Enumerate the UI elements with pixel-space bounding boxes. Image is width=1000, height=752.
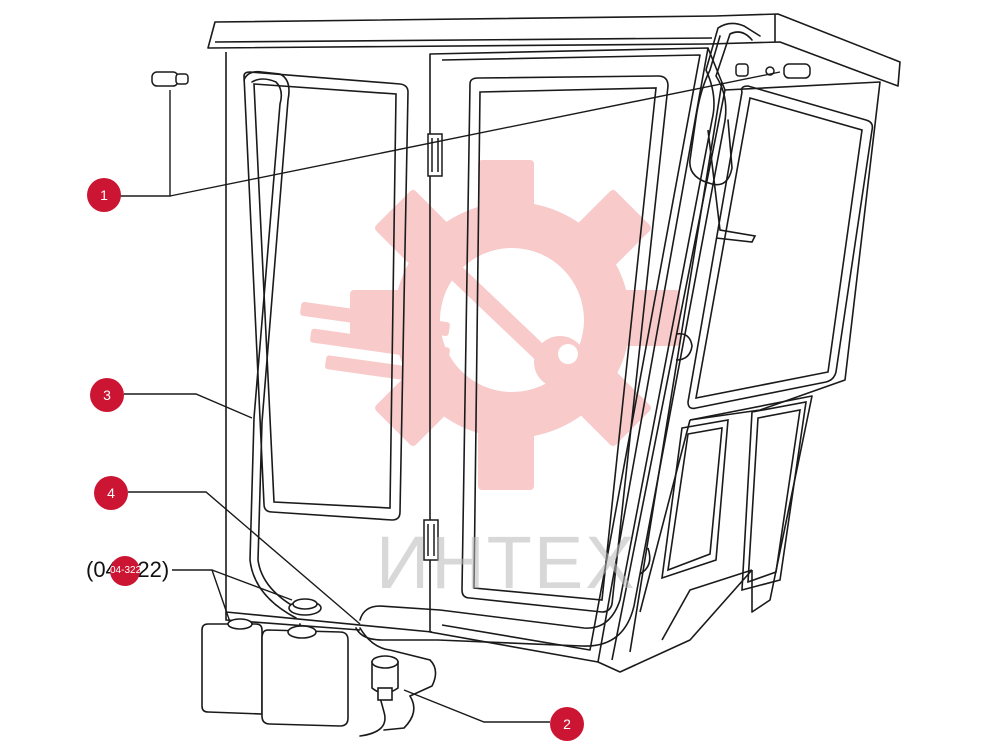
washer-pump xyxy=(371,655,399,701)
washer-reservoirs xyxy=(201,598,349,727)
door-window xyxy=(461,75,669,613)
door-handle xyxy=(639,129,757,575)
right-lower-windows xyxy=(661,401,807,592)
watermark-gear-logo xyxy=(300,160,680,490)
right-upper-window xyxy=(687,85,874,410)
callout-4[interactable]: 4 xyxy=(94,476,128,510)
watermark-text: ИНТЕХ xyxy=(376,521,637,604)
callout-2[interactable]: 2 xyxy=(550,707,584,741)
washer-hoses xyxy=(243,22,761,737)
callout-3[interactable]: 3 xyxy=(90,378,124,412)
door-hinges xyxy=(423,133,443,561)
leader-lines xyxy=(118,71,781,723)
reference-badge[interactable]: 04-322 xyxy=(110,556,140,586)
washer-nozzles xyxy=(151,63,811,87)
callout-1[interactable]: 1 xyxy=(87,178,121,212)
